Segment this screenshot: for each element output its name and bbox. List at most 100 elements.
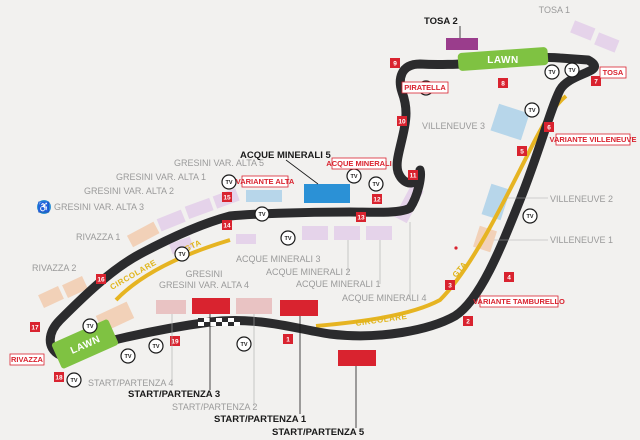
tv-icon[interactable]: TV xyxy=(346,168,362,184)
grandstand-gresini-1[interactable] xyxy=(184,197,214,220)
grandstand-variante-alta[interactable] xyxy=(246,190,282,202)
stand-label-bold[interactable]: TOSA 2 xyxy=(424,16,458,27)
turn-marker-9[interactable]: 9 xyxy=(390,58,400,68)
corner-rivazza[interactable]: RIVAZZA xyxy=(9,353,45,366)
corner-acque-minerali[interactable]: ACQUE MINERALI xyxy=(326,157,392,170)
stand-label[interactable]: START/PARTENZA 4 xyxy=(88,378,173,388)
grandstand-acque-minerali-1[interactable] xyxy=(366,226,392,240)
grandstand-acque-minerali-5[interactable] xyxy=(304,184,350,203)
turn-marker-13[interactable]: 13 xyxy=(356,212,366,222)
grandstand-rivazza-2b[interactable] xyxy=(62,276,88,298)
tv-icon[interactable]: TV xyxy=(221,174,237,190)
stand-label[interactable]: ACQUE MINERALI 3 xyxy=(236,254,321,264)
tv-icon[interactable]: TV xyxy=(236,336,252,352)
svg-text:TV: TV xyxy=(225,180,232,186)
corner-piratella[interactable]: PIRATELLA xyxy=(401,81,449,94)
tv-icon[interactable]: TV xyxy=(82,318,98,334)
lawn-tosa[interactable]: LAWN xyxy=(457,47,549,71)
corner-variante-tamburello[interactable]: VARIANTE TAMBURELLO xyxy=(473,295,565,308)
stand-label[interactable]: GRESINI VAR. ALTA 5 xyxy=(174,158,264,168)
grandstand-start-5[interactable] xyxy=(338,350,376,366)
grandstand-tosa-1b[interactable] xyxy=(594,32,620,53)
svg-text:♿: ♿ xyxy=(38,201,50,214)
grandstand-tosa-2[interactable] xyxy=(446,38,478,50)
svg-text:ACQUE MINERALI: ACQUE MINERALI xyxy=(326,159,391,168)
tv-markers: TV TV TV TV TV TV TV TV TV TV TV TV TV T… xyxy=(66,62,580,388)
grandstand-villeneuve-2[interactable] xyxy=(481,183,511,221)
stand-label[interactable]: VILLENEUVE 2 xyxy=(550,194,613,204)
grandstand-gresini-4b[interactable] xyxy=(236,234,256,244)
turn-marker-3[interactable]: 3 xyxy=(445,280,455,290)
leader-lines-grey xyxy=(171,197,548,406)
tv-icon[interactable]: TV xyxy=(368,176,384,192)
stand-label-bold[interactable]: START/PARTENZA 3 xyxy=(128,389,220,400)
stand-label[interactable]: RIVAZZA 2 xyxy=(32,263,76,273)
turn-marker-6[interactable]: 6 xyxy=(544,122,554,132)
stand-label[interactable]: TOSA 1 xyxy=(539,5,570,15)
stand-label[interactable]: VILLENEUVE 1 xyxy=(550,235,613,245)
turn-marker-1[interactable]: 1 xyxy=(283,334,293,344)
grandstand-gresini-2[interactable] xyxy=(156,209,186,232)
grandstand-rivazza-2a[interactable] xyxy=(38,286,64,308)
stand-label-bold[interactable]: START/PARTENZA 5 xyxy=(272,427,365,438)
stand-label[interactable]: ACQUE MINERALI 2 xyxy=(266,267,351,277)
tv-icon[interactable]: TV xyxy=(174,246,190,262)
stand-label[interactable]: RIVAZZA 1 xyxy=(76,232,120,242)
turn-marker-2[interactable]: 2 xyxy=(463,316,473,326)
tv-icon[interactable]: TV xyxy=(524,102,540,118)
grandstand-villeneuve-3[interactable] xyxy=(490,103,530,141)
stand-label-bold[interactable]: ACQUE MINERALI 5 xyxy=(240,150,332,161)
turn-marker-7[interactable]: 7 xyxy=(591,76,601,86)
stand-label[interactable]: ACQUE MINERALI 4 xyxy=(342,293,427,303)
tv-icon[interactable]: TV xyxy=(564,62,580,78)
stand-label[interactable]: GRESINI VAR. ALTA 1 xyxy=(116,172,206,182)
turn-marker-18[interactable]: 18 xyxy=(54,372,64,382)
wheelchair-icon[interactable]: ♿ xyxy=(37,200,51,214)
grandstand-tosa-1[interactable] xyxy=(570,20,596,41)
turn-marker-10[interactable]: 10 xyxy=(397,116,407,126)
stand-label[interactable]: GRESINI VAR. ALTA 2 xyxy=(84,186,174,196)
stand-labels: TOSA 1 VILLENEUVE 3 VILLENEUVE 2 VILLENE… xyxy=(32,5,613,438)
svg-text:TV: TV xyxy=(124,354,131,360)
grandstand-gresini-3[interactable] xyxy=(126,221,160,248)
turn-marker-8[interactable]: 8 xyxy=(498,78,508,88)
stand-label[interactable]: ACQUE MINERALI 1 xyxy=(296,279,381,289)
grandstand-acque-minerali-3[interactable] xyxy=(302,226,328,240)
stand-label[interactable]: START/PARTENZA 2 xyxy=(172,402,257,412)
svg-text:8: 8 xyxy=(501,81,505,88)
tv-icon[interactable]: TV xyxy=(254,206,270,222)
turn-marker-17[interactable]: 17 xyxy=(30,322,40,332)
tv-icon[interactable]: TV xyxy=(522,208,538,224)
tv-icon[interactable]: TV xyxy=(544,64,560,80)
svg-text:4: 4 xyxy=(507,275,511,282)
corner-tosa[interactable]: TOSA xyxy=(599,66,627,79)
tv-icon[interactable]: TV xyxy=(280,230,296,246)
turn-marker-15[interactable]: 15 xyxy=(222,192,232,202)
corner-variante-alta[interactable]: VARIANTE ALTA xyxy=(236,175,295,188)
grandstand-start-4[interactable] xyxy=(156,300,186,314)
grandstand-acque-minerali-2[interactable] xyxy=(334,226,360,240)
tv-icon[interactable]: TV xyxy=(66,372,82,388)
grandstand-start-1[interactable] xyxy=(280,300,318,316)
turn-marker-5[interactable]: 5 xyxy=(517,146,527,156)
tv-icon[interactable]: TV xyxy=(120,348,136,364)
turn-marker-4[interactable]: 4 xyxy=(504,272,514,282)
stand-label-gresini-4[interactable]: GRESINI GRESINI VAR. ALTA 4 xyxy=(159,269,249,290)
grandstand-gresini-4[interactable] xyxy=(168,236,194,255)
turn-marker-12[interactable]: 12 xyxy=(372,194,382,204)
stand-label[interactable]: VILLENEUVE 3 xyxy=(422,121,485,131)
stand-label-bold[interactable]: START/PARTENZA 1 xyxy=(214,414,307,425)
stand-label[interactable]: GRESINI VAR. ALTA 3 xyxy=(54,202,144,212)
lawn-rivazza[interactable]: LAWN xyxy=(51,319,119,370)
tv-icon[interactable]: TV xyxy=(148,338,164,354)
corner-variante-villeneuve[interactable]: VARIANTE VILLENEUVE xyxy=(550,133,637,146)
grandstand-start-2[interactable] xyxy=(236,298,272,314)
turn-marker-16[interactable]: 16 xyxy=(96,274,106,284)
svg-text:18: 18 xyxy=(55,375,63,382)
svg-text:1: 1 xyxy=(286,337,290,344)
corner-labels: PIRATELLA TOSA VARIANTE VILLENEUVE ACQUE… xyxy=(9,66,637,366)
turn-marker-11[interactable]: 11 xyxy=(408,170,418,180)
turn-marker-19[interactable]: 19 xyxy=(170,336,180,346)
grandstand-start-3[interactable] xyxy=(192,298,230,314)
turn-marker-14[interactable]: 14 xyxy=(222,220,232,230)
